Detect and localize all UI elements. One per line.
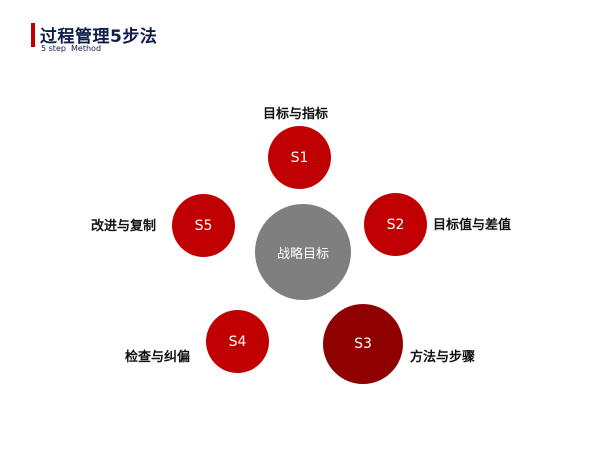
step-node-s4-id: S4 <box>228 333 247 350</box>
step-label-s2: 目标值与差值 <box>433 218 512 233</box>
step-node-s4: S4 <box>206 310 269 373</box>
step-node-s1: S1 <box>268 126 331 189</box>
step-node-s2-id: S2 <box>386 216 405 233</box>
step-node-s5: S5 <box>172 194 235 257</box>
step-node-s3-id: S3 <box>354 336 372 352</box>
step-label-s4: 检查与纠偏 <box>125 350 191 365</box>
page-subtitle: 5 step Method <box>41 44 102 53</box>
step-node-s5-id: S5 <box>194 217 213 234</box>
step-label-s5: 改进与复制 <box>91 219 157 234</box>
title-accent-bar <box>31 23 35 47</box>
step-label-s3: 方法与步骤 <box>410 350 476 365</box>
step-node-s1-id: S1 <box>290 149 309 166</box>
center-node-label: 战略目标 <box>276 246 329 262</box>
page-title: 过程管理5步法 <box>40 27 158 47</box>
step-node-s2: S2 <box>364 193 427 256</box>
step-node-s3: S3 <box>323 304 403 384</box>
step-label-s1: 目标与指标 <box>263 107 329 122</box>
center-node-strategic-goal: 战略目标 <box>255 204 351 300</box>
